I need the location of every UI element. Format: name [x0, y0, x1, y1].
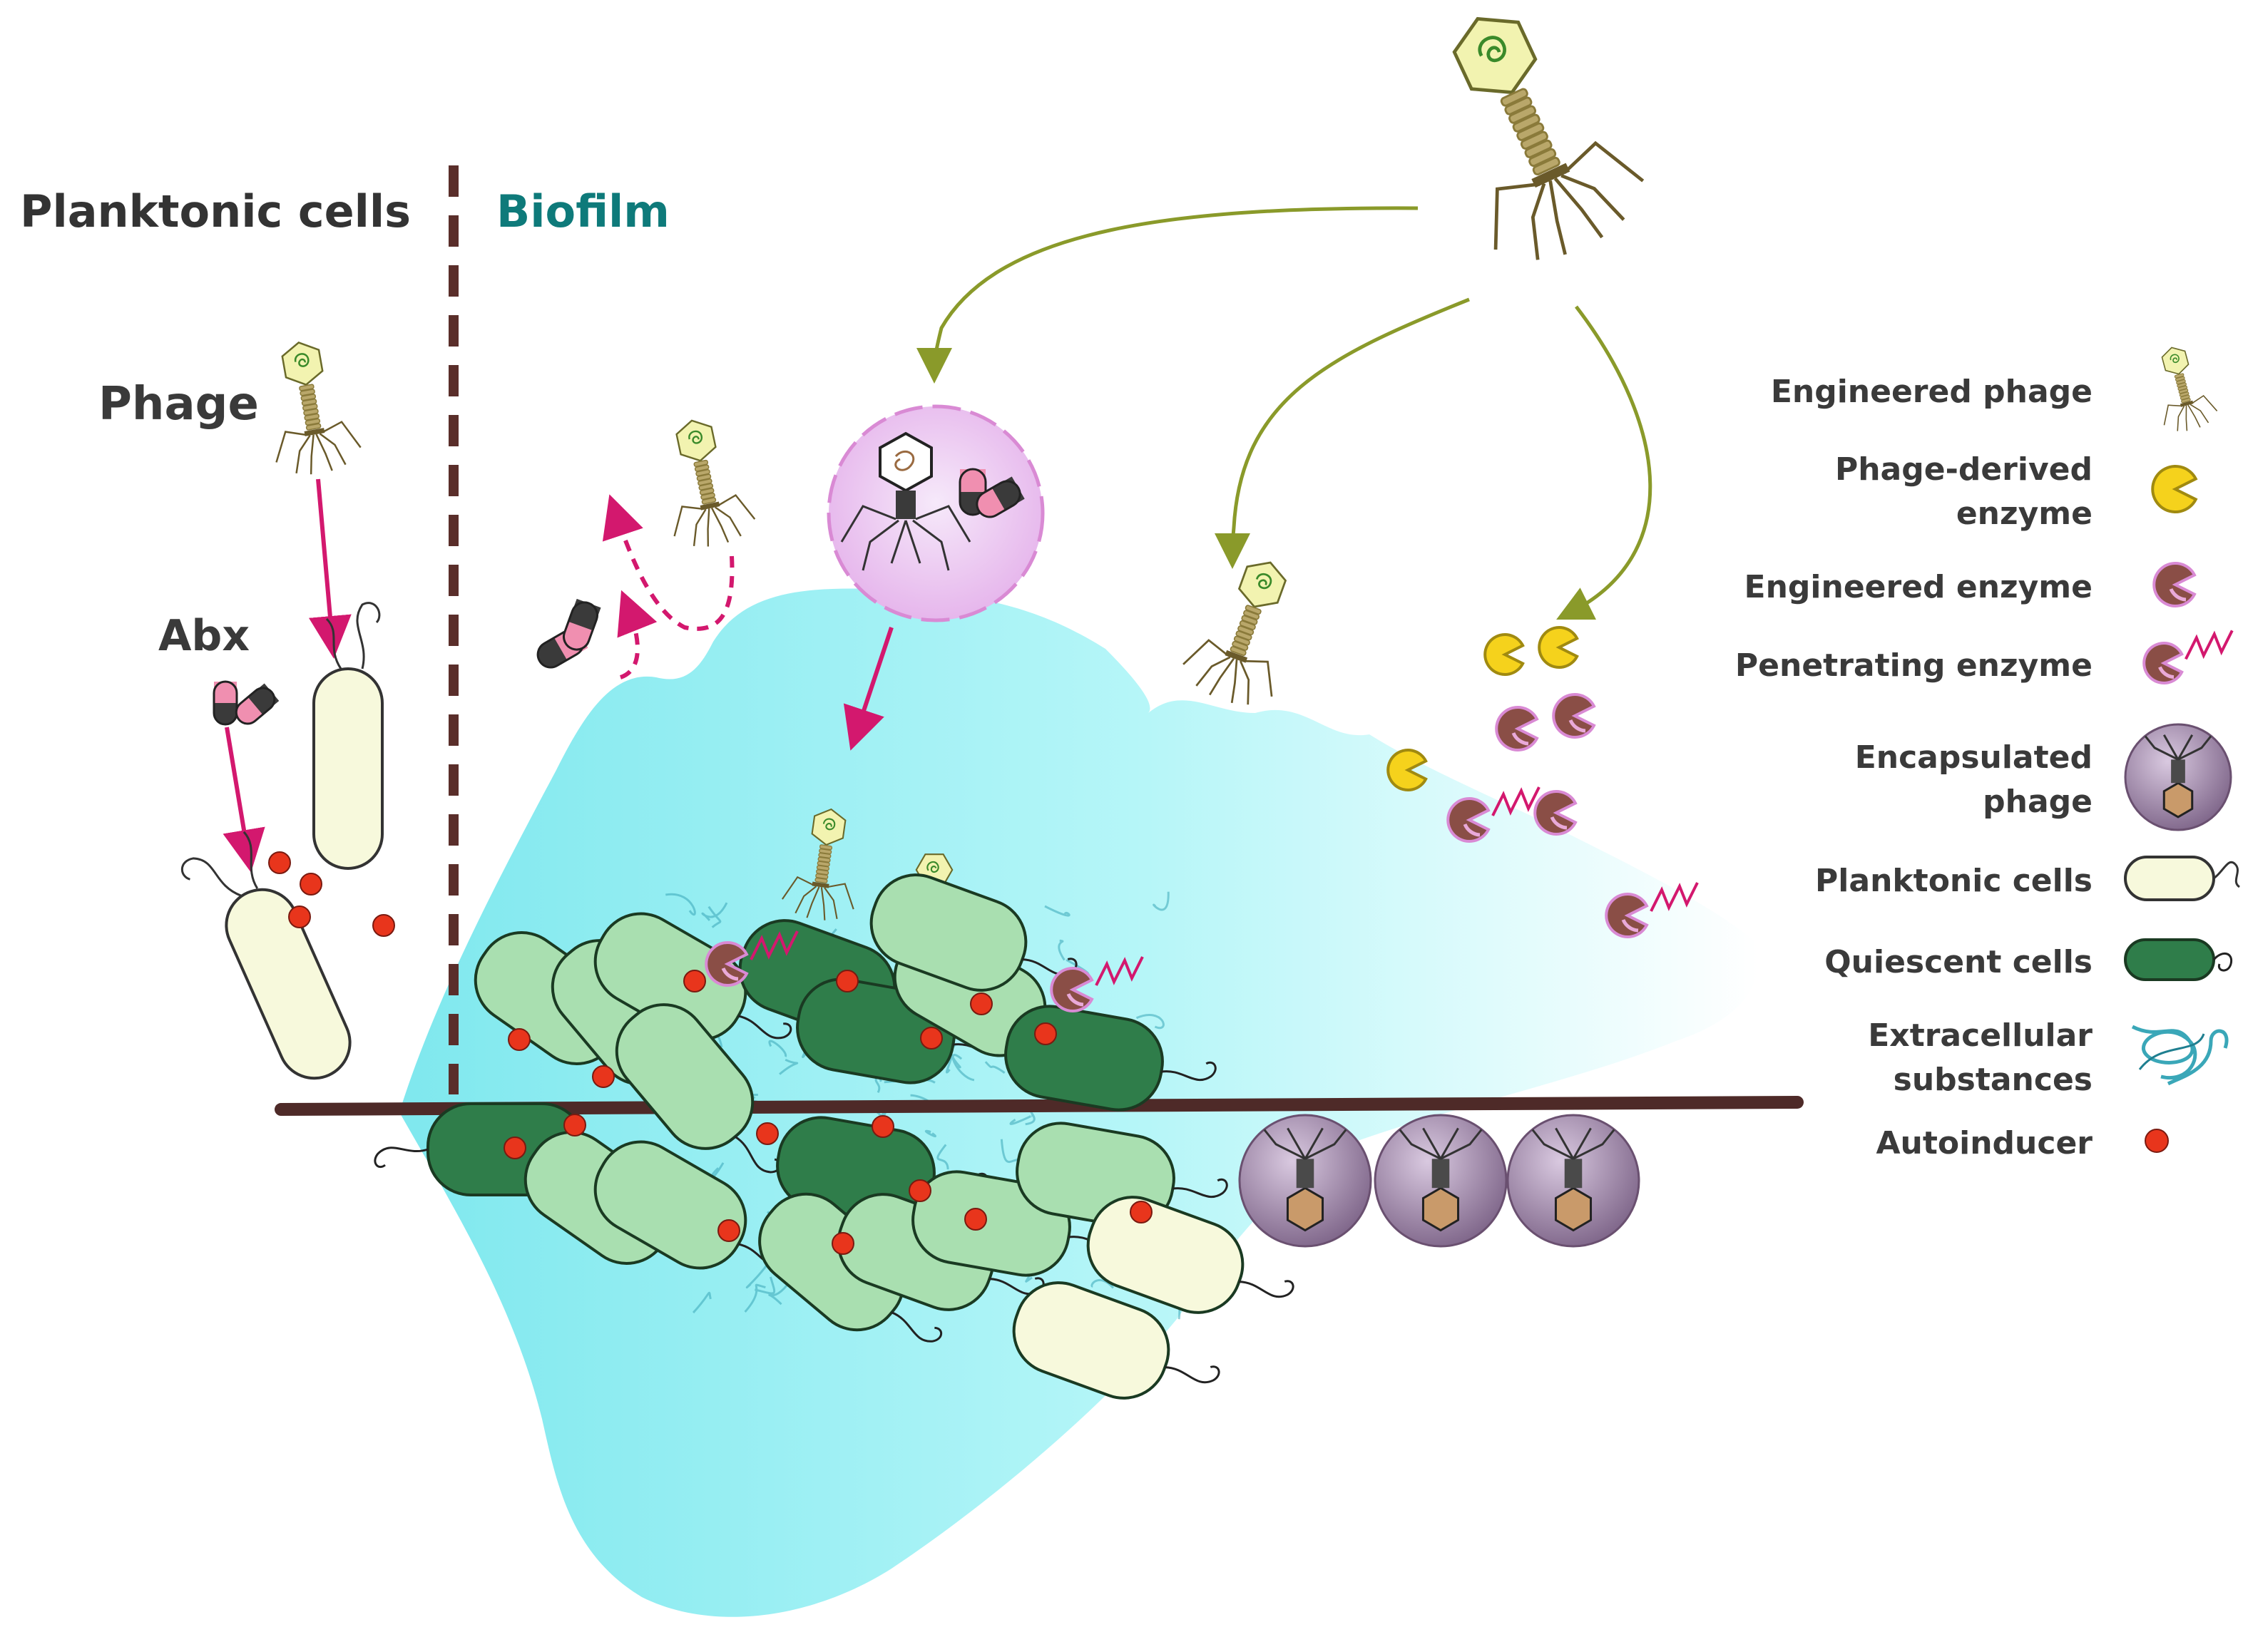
legend-label: Extracellular	[1868, 1017, 2093, 1054]
autoinducer-dot	[836, 970, 859, 992]
legend-label: enzyme	[1956, 496, 2093, 532]
phage-to-enzyme-arrow	[1556, 305, 1652, 620]
phage-to-capsule-arrow	[916, 206, 1419, 384]
planktonic-phage	[275, 342, 362, 475]
attached-phage	[782, 808, 854, 920]
autoinducer-icon	[2145, 1129, 2169, 1153]
autoinducer-dot	[563, 1114, 586, 1137]
released-planktonic-cell	[1012, 1281, 1220, 1400]
legend-label: Encapsulated	[1855, 739, 2093, 776]
engineered-phage-icon	[2161, 347, 2218, 431]
engineered-enzyme-icon	[2152, 562, 2197, 607]
engineered-enzyme	[1495, 706, 1539, 751]
encapsulated-phage	[2124, 723, 2232, 831]
autoinducer-dot	[508, 1028, 531, 1051]
legend-item-encapsulated-phage: Encapsulated phage	[1855, 723, 2232, 831]
legend-label: Engineered enzyme	[1744, 569, 2093, 605]
autoinducer-dot	[300, 873, 322, 896]
legend-label: Quiescent cells	[1824, 944, 2093, 980]
antibiotic-pills-deflected	[536, 598, 601, 669]
penetrating-enzyme	[1050, 956, 1144, 1012]
penetrating-enzyme	[1446, 786, 1541, 843]
phage-derived-enzyme-icon	[2151, 465, 2198, 513]
legend-label: Phage-derived	[1835, 451, 2093, 488]
autoinducer-dot	[372, 914, 395, 937]
autoinducer-dot	[1130, 1201, 1153, 1223]
legend-item-penetrating-enzyme: Penetrating enzyme	[1735, 630, 2234, 684]
legend-label: Autoinducer	[1876, 1125, 2093, 1161]
legend-item-quiescent-cells: Quiescent cells	[1824, 938, 2233, 981]
deflected-phage	[673, 419, 756, 547]
autoinducer-dot	[964, 1208, 987, 1231]
legend-label: Engineered phage	[1771, 374, 2093, 410]
abx-label: Abx	[158, 611, 250, 661]
legend-item-engineered-phage: Engineered phage	[1771, 347, 2218, 431]
phage-antibiotic-capsule	[827, 404, 1045, 622]
legend-item-autoinducer: Autoinducer	[1876, 1125, 2169, 1161]
autoinducer-dot	[683, 970, 706, 992]
planktonic-cell-icon	[2124, 856, 2241, 901]
enzyme-group	[705, 626, 1699, 1012]
penetrating-enzyme	[705, 930, 799, 987]
biofilm-cell	[869, 873, 1078, 992]
phage-to-cell-arrow	[308, 478, 352, 659]
engineered-enzyme	[1533, 790, 1578, 836]
antibiotic-pills-left	[213, 680, 280, 726]
encapsulated-phage	[1374, 1114, 1508, 1248]
phage-label: Phage	[98, 378, 259, 431]
planktonic-cells-header: Planktonic cells	[20, 185, 411, 237]
legend-item-engineered-enzyme: Engineered enzyme	[1744, 562, 2197, 607]
autoinducer-dot	[970, 992, 993, 1015]
legend-label: Planktonic cells	[1815, 863, 2093, 899]
phage-derived-enzyme	[1483, 633, 1525, 676]
legend-label: phage	[1983, 784, 2093, 820]
extracellular-substances-icon	[2131, 1025, 2229, 1086]
encapsulated-phage-row	[1238, 1114, 1640, 1248]
penetrating-enzyme-icon	[2142, 630, 2234, 684]
planktonic-cell-group	[180, 602, 395, 1080]
autoinducer-dot	[504, 1137, 526, 1159]
quiescent-cell-icon	[2124, 938, 2233, 981]
engineered-enzyme	[1552, 693, 1596, 739]
phage-deflect-arrow	[602, 494, 735, 631]
legend-label: substances	[1894, 1062, 2093, 1098]
autoinducer-dot	[288, 905, 311, 928]
autoinducer-dot	[1034, 1022, 1057, 1045]
capsule-to-biofilm-arrow	[843, 627, 894, 751]
capsule-phage	[840, 431, 971, 571]
autoinducer-dot	[920, 1027, 943, 1050]
released-planktonic-cell	[1086, 1196, 1294, 1314]
autoinducer-dot	[268, 851, 291, 874]
autoinducer-dot	[592, 1065, 615, 1088]
legend-item-phage-derived-enzyme: Phage-derived enzyme	[1835, 451, 2198, 532]
phage-derived-enzyme	[1538, 626, 1579, 669]
encapsulated-phage	[1238, 1114, 1372, 1248]
planktonic-cell	[312, 602, 384, 870]
engineered-phage	[1182, 561, 1287, 705]
abx-to-cell-arrow	[223, 727, 265, 873]
autoinducer-dot	[872, 1115, 894, 1138]
autoinducer-dot	[832, 1232, 854, 1255]
large-phage	[1452, 16, 1645, 260]
legend-item-planktonic-cells: Planktonic cells	[1815, 856, 2241, 901]
phage-to-engineered-arrow	[1215, 297, 1470, 569]
planktonic-cell	[180, 831, 352, 1080]
phage-group	[275, 16, 1645, 959]
autoinducer-dot	[909, 1179, 931, 1202]
encapsulated-phage	[1506, 1114, 1640, 1248]
autoinducer-dot	[756, 1122, 779, 1145]
legend-label: Penetrating enzyme	[1735, 647, 2093, 684]
abx-deflect-arrow	[617, 590, 658, 679]
biofilm-header: Biofilm	[496, 185, 670, 237]
penetrating-enzyme	[1605, 882, 1699, 938]
autoinducer-dot	[717, 1219, 740, 1242]
phage-derived-enzyme	[1386, 749, 1428, 791]
legend-item-extracellular-substances: Extracellular substances	[1868, 1017, 2229, 1098]
biofilm-cell-cluster	[374, 873, 1294, 1400]
